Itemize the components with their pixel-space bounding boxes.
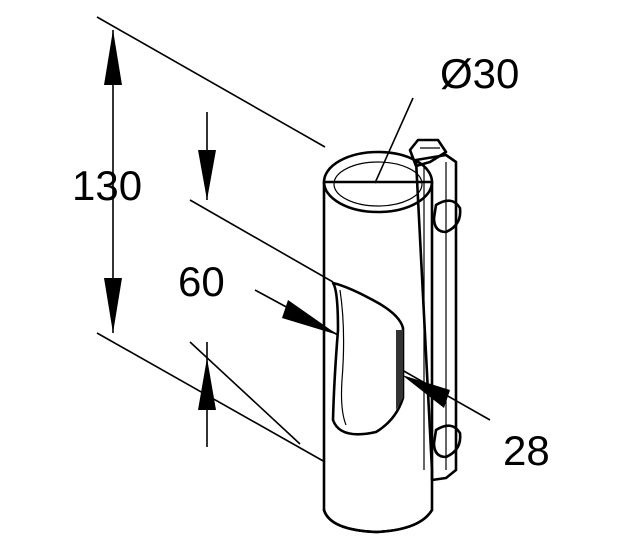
arrow-up-icon: [104, 30, 122, 85]
pipe-top-opening: [322, 150, 434, 214]
arrow-up-icon: [198, 358, 216, 410]
dimension-label-diameter: Ø30: [440, 50, 519, 97]
arrow-right-icon: [282, 300, 338, 335]
pipe-clamp: [322, 138, 462, 534]
pipe-body: [322, 180, 434, 534]
pipe-slot: [331, 281, 405, 436]
dimension-label-60: 60: [178, 258, 225, 305]
arrow-left-icon: [402, 375, 450, 408]
dimension-label-28: 28: [503, 427, 550, 474]
dimension-label-130: 130: [72, 162, 142, 209]
upper-lug: [432, 199, 462, 234]
arrow-down-icon: [198, 150, 216, 200]
lower-lug: [432, 424, 462, 459]
clamp-top-tab: [408, 138, 448, 168]
dimension-130: [104, 30, 122, 333]
dimension-28: [402, 375, 450, 408]
arrow-down-icon: [104, 278, 122, 333]
